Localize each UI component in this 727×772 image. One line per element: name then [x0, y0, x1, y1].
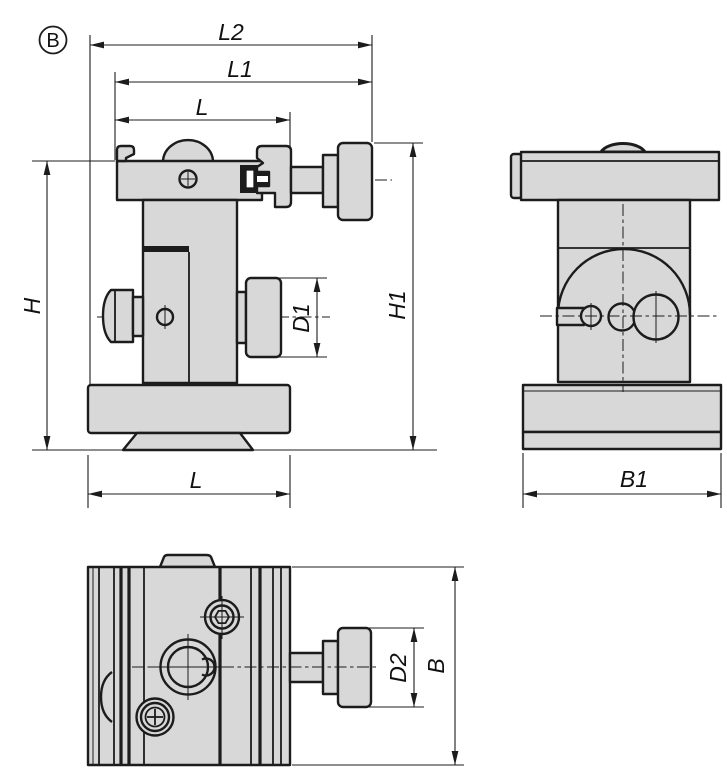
dim-label-b1: B1 — [620, 466, 648, 492]
bottom-part — [86, 553, 373, 767]
dim-label-h: H — [19, 297, 45, 314]
column-slot — [143, 246, 189, 252]
base-dovetail — [121, 431, 255, 452]
dim-label-h1: H1 — [384, 290, 410, 319]
view-badge: B — [38, 25, 68, 55]
bottom-dimensions: D2 B — [292, 566, 464, 766]
dim-label-b: B — [423, 658, 449, 673]
phillips-screw-mid — [139, 701, 171, 733]
top-slide-side — [519, 150, 721, 202]
clamp-screw-head — [245, 169, 255, 189]
top-knob — [336, 141, 374, 222]
dome-side — [599, 142, 647, 154]
left-claw — [115, 144, 136, 163]
side-screw-cap — [101, 288, 135, 344]
dim-label-l-bottom: L — [190, 467, 203, 493]
base-side-foot — [521, 430, 723, 451]
front-part — [86, 138, 374, 452]
side-view: B1 — [509, 142, 723, 508]
base-front — [86, 383, 292, 435]
left-recess-arc — [99, 671, 113, 723]
top-shaft — [289, 165, 325, 195]
base-side — [521, 383, 723, 434]
dim-label-l2: L2 — [218, 19, 244, 45]
dim-label-l-top: L — [196, 94, 209, 120]
d1-knob-collar — [235, 290, 248, 345]
bottom-view: D2 B — [86, 553, 464, 767]
dim-label-d1: D1 — [288, 303, 314, 332]
dim-label-l1: L1 — [227, 56, 253, 82]
side-mid-hole — [607, 302, 637, 332]
badge-letter: B — [46, 30, 59, 52]
front-dimensions: L2 L1 L H H1 D1 L — [19, 19, 437, 508]
badge-circle — [38, 25, 68, 55]
right-claw-bracket — [255, 144, 293, 209]
phillips-screw-inner — [144, 706, 166, 728]
front-view: L2 L1 L H H1 D1 L — [19, 19, 437, 508]
column — [141, 198, 239, 385]
dim-label-d2: D2 — [385, 653, 411, 683]
side-part — [509, 142, 723, 451]
column-arc — [556, 247, 692, 316]
bottom-tab — [158, 553, 217, 569]
side-screw-collar — [131, 295, 145, 338]
side-dimensions: B1 — [522, 453, 722, 508]
clamp-screw-slot — [257, 176, 268, 182]
dome-front — [161, 138, 215, 164]
column-side — [556, 198, 692, 384]
d1-knob — [244, 276, 283, 359]
top-knob-collar — [321, 153, 340, 209]
